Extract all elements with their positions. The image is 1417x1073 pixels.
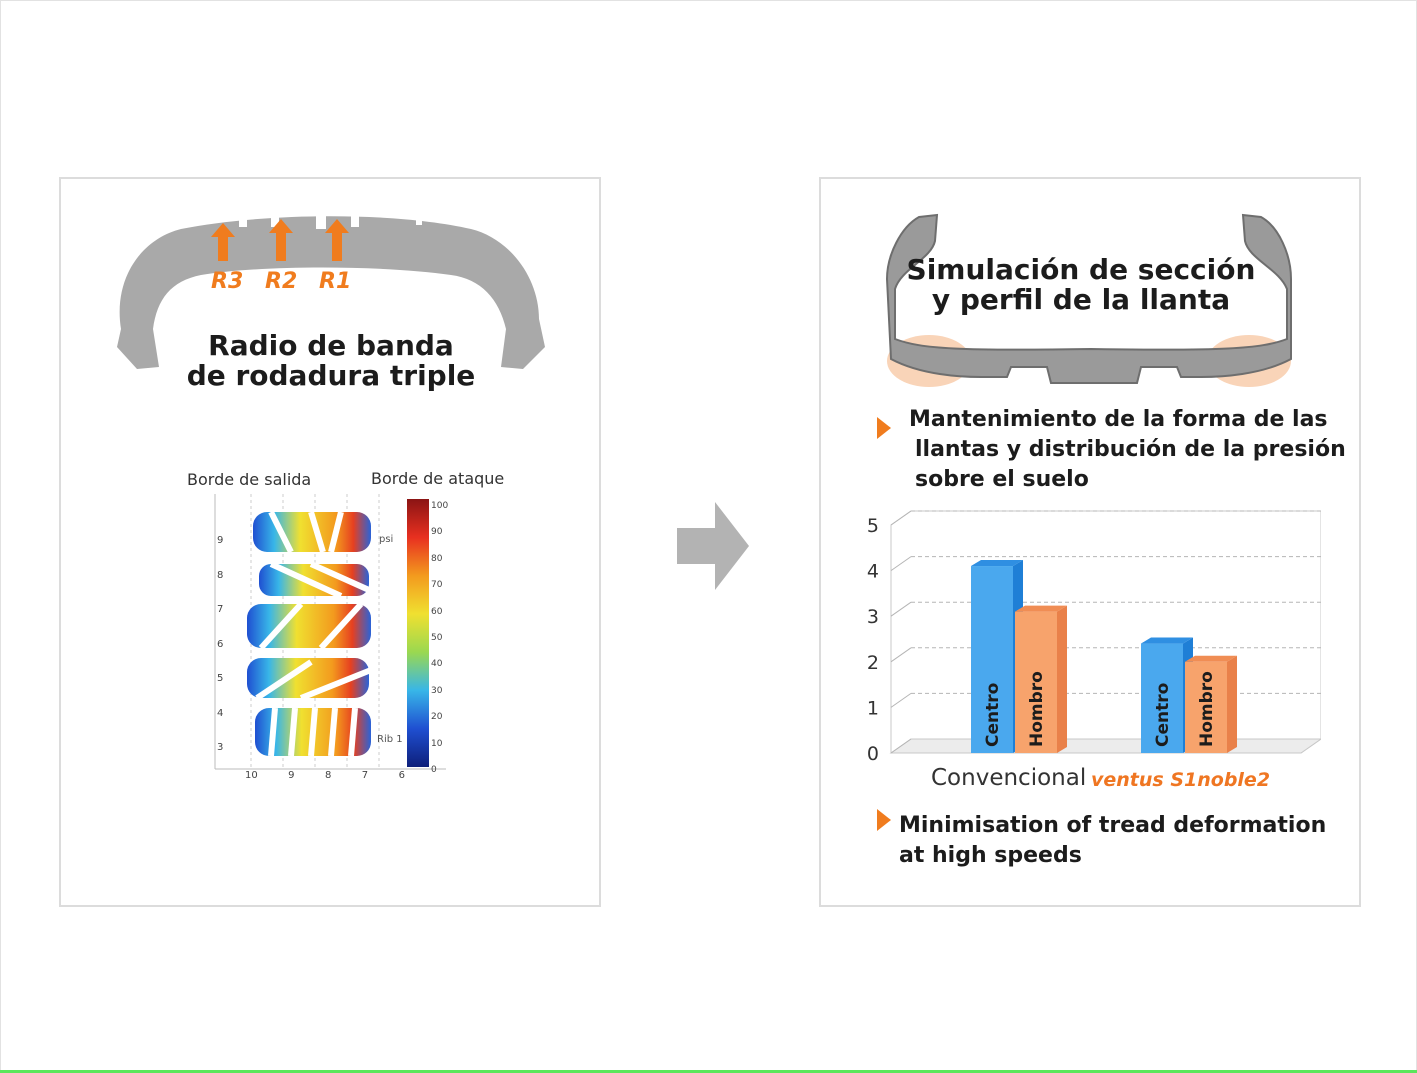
gridline-side	[890, 510, 912, 526]
footprint-block	[247, 658, 369, 698]
chart-bar-top	[1141, 637, 1193, 644]
scale-tick: 60	[431, 606, 443, 617]
r3-label: R3	[211, 269, 244, 294]
gridline-side	[890, 556, 912, 572]
y-tick: 3	[217, 742, 224, 753]
tire-section-simulation-diagram	[885, 213, 1292, 387]
y-tick-label: 3	[867, 606, 879, 628]
y-tick-label: 2	[867, 652, 879, 674]
category-label-brand: ventus S1noble2	[1091, 769, 1271, 791]
y-axis-ticks: 9 8 7 6 5 4 3	[217, 524, 223, 766]
x-tick: 7	[361, 770, 369, 781]
r1-label: R1	[319, 269, 352, 294]
chart-bar	[1015, 611, 1057, 753]
rib-label: Rib 1	[377, 734, 403, 745]
gridline-side	[890, 692, 912, 708]
tread-groove	[316, 211, 326, 229]
arrow-up-icon	[211, 223, 235, 261]
chart-bar	[1141, 643, 1183, 753]
right-title-line2: y perfil de la llanta	[931, 283, 1231, 316]
right-title-line1: Simulación de sección	[906, 253, 1256, 286]
bullet2-line1: Minimisation of tread deformation	[899, 813, 1327, 838]
bullet2-line2: at high speeds	[899, 843, 1082, 868]
bottom-accent-line	[0, 1070, 1417, 1073]
y-tick-label: 1	[867, 697, 879, 719]
scale-tick: 90	[431, 527, 443, 538]
y-tick: 4	[217, 707, 224, 719]
gridline-side	[890, 647, 912, 663]
scale-tick: 80	[431, 553, 443, 564]
right-arrow-icon	[677, 502, 749, 590]
scale-ticks: 100 90 80 70 60 50 40 30 20 10 0	[431, 493, 448, 783]
chart-bar-top	[1185, 655, 1237, 662]
bar-series-label: Centro	[1153, 683, 1173, 747]
right-panel: Simulación de sección y perfil de la lla…	[819, 177, 1361, 907]
scale-tick: 70	[431, 580, 443, 591]
trailing-edge-label: Borde de salida	[187, 470, 312, 489]
chart-bar-top	[971, 560, 1023, 567]
tire-tread-profile-diagram	[117, 211, 545, 369]
psi-label: psi	[379, 534, 394, 545]
radius-arrows	[211, 219, 349, 261]
chart-bar	[971, 566, 1013, 753]
footprint-block	[247, 604, 371, 648]
bar-series-label: Centro	[983, 683, 1003, 747]
footprint-pressure-heatmap: psi Rib 1 9 8 7 6 5 4 3 10 9 8 7 6	[211, 494, 461, 784]
bullet1-line1: Mantenimiento de la forma de las	[909, 407, 1328, 432]
bullet1-line2: llantas y distribución de la presión	[915, 437, 1346, 462]
y-tick-label: 4	[867, 561, 879, 583]
y-tick: 7	[217, 604, 224, 615]
y-tick: 8	[217, 569, 224, 581]
x-tick: 6	[398, 770, 405, 781]
x-tick: 9	[288, 770, 295, 781]
tire-section-outline	[885, 213, 1292, 384]
bullet1-line3: sobre el suelo	[915, 467, 1089, 492]
x-tick: 8	[324, 770, 332, 781]
arrow-up-icon	[269, 219, 293, 261]
y-tick: 6	[217, 638, 224, 650]
chart-back-wall	[890, 510, 1321, 754]
r2-label: R2	[265, 269, 298, 294]
left-title-line2: de rodadura triple	[186, 359, 476, 392]
left-title-line1: Radio de banda	[208, 329, 454, 362]
y-tick-label: 0	[867, 743, 879, 761]
bar-series-label: Hombro	[1197, 671, 1217, 747]
category-label-conventional: Convencional	[931, 765, 1087, 791]
scale-tick: 50	[431, 633, 443, 644]
bullet-arrow-icon	[877, 417, 891, 439]
scale-tick: 10	[431, 738, 443, 749]
tread-groove	[351, 211, 359, 227]
chart-bar-side	[1057, 605, 1067, 753]
gridline-side	[890, 738, 912, 754]
left-panel: R3 R2 R1 Radio de banda de rodadura trip…	[59, 177, 601, 907]
gridline-side	[890, 601, 912, 617]
scale-tick: 100	[431, 501, 449, 511]
pressure-color-scale	[407, 499, 429, 767]
x-tick: 10	[245, 770, 258, 781]
scale-tick: 40	[431, 659, 443, 670]
tread-groove	[271, 211, 279, 227]
bar-series-label: Hombro	[1027, 671, 1047, 747]
tread-groove	[239, 211, 247, 227]
leading-edge-label: Borde de ataque	[371, 469, 505, 488]
y-tick: 9	[217, 535, 224, 546]
y-tick-label: 5	[867, 515, 879, 537]
chart-bar	[1185, 661, 1227, 753]
chart-bar-top	[1015, 605, 1067, 612]
chart-bar-side	[1227, 655, 1237, 753]
scale-tick: 0	[431, 765, 437, 776]
y-tick: 5	[217, 673, 224, 684]
bullet-arrow-icon	[877, 809, 891, 831]
x-axis-ticks: 10 9 8 7 6	[245, 770, 405, 781]
tread-groove	[416, 211, 422, 225]
scale-tick: 20	[431, 712, 443, 723]
arrow-up-icon	[325, 219, 349, 261]
chart-floor	[889, 738, 1321, 754]
scale-tick: 30	[431, 685, 443, 696]
